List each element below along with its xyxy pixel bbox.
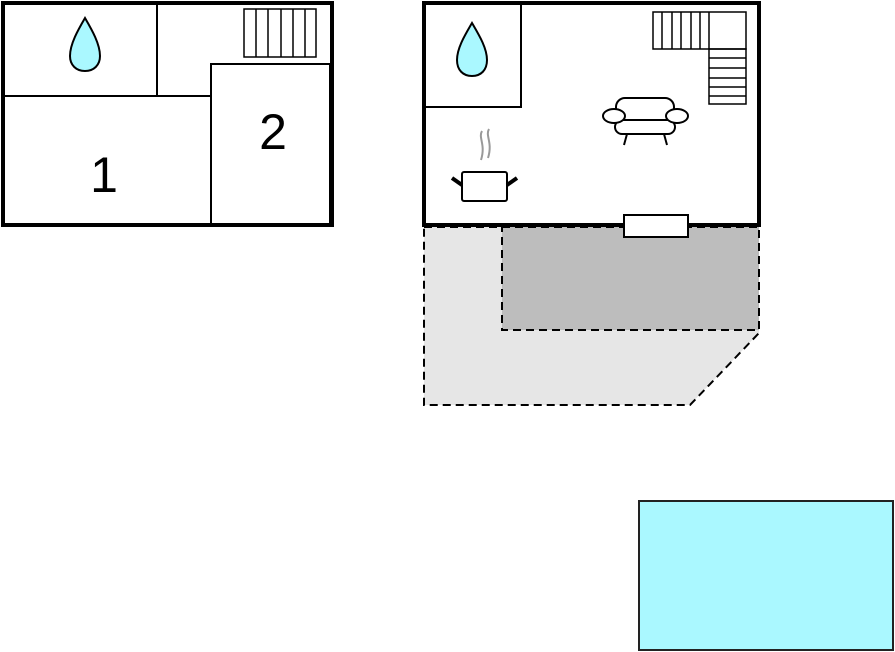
upper-floor-outline	[1, 1, 334, 227]
swimming-pool	[638, 500, 894, 651]
stairs-icon	[652, 11, 747, 105]
ground-floor-plan	[422, 1, 761, 238]
bathroom-water-drop-icon	[455, 21, 489, 78]
sofa-icon	[602, 97, 689, 146]
bathroom-water-drop-icon	[68, 16, 102, 73]
upper-floor-plan	[1, 1, 334, 227]
room-2-outline	[210, 63, 331, 226]
covered-terrace	[501, 226, 760, 331]
window	[623, 214, 689, 238]
kitchen-pot-icon	[450, 128, 519, 202]
bathroom-wall	[426, 5, 522, 108]
room-label-1: 1	[90, 147, 118, 203]
stairs-icon	[243, 8, 317, 58]
room-label-2: 2	[259, 104, 287, 160]
